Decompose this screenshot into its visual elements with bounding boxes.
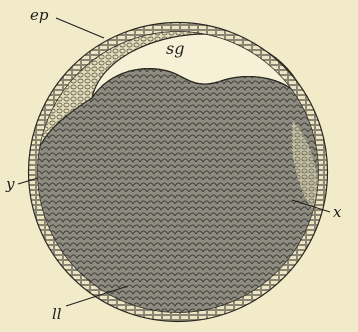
label-ll: ll [52,307,62,322]
label-x: x [333,205,341,220]
label-sg: sg [166,41,184,57]
ep-leader-line [56,18,104,38]
label-ep: ep [30,8,48,23]
label-y: y [6,177,14,192]
